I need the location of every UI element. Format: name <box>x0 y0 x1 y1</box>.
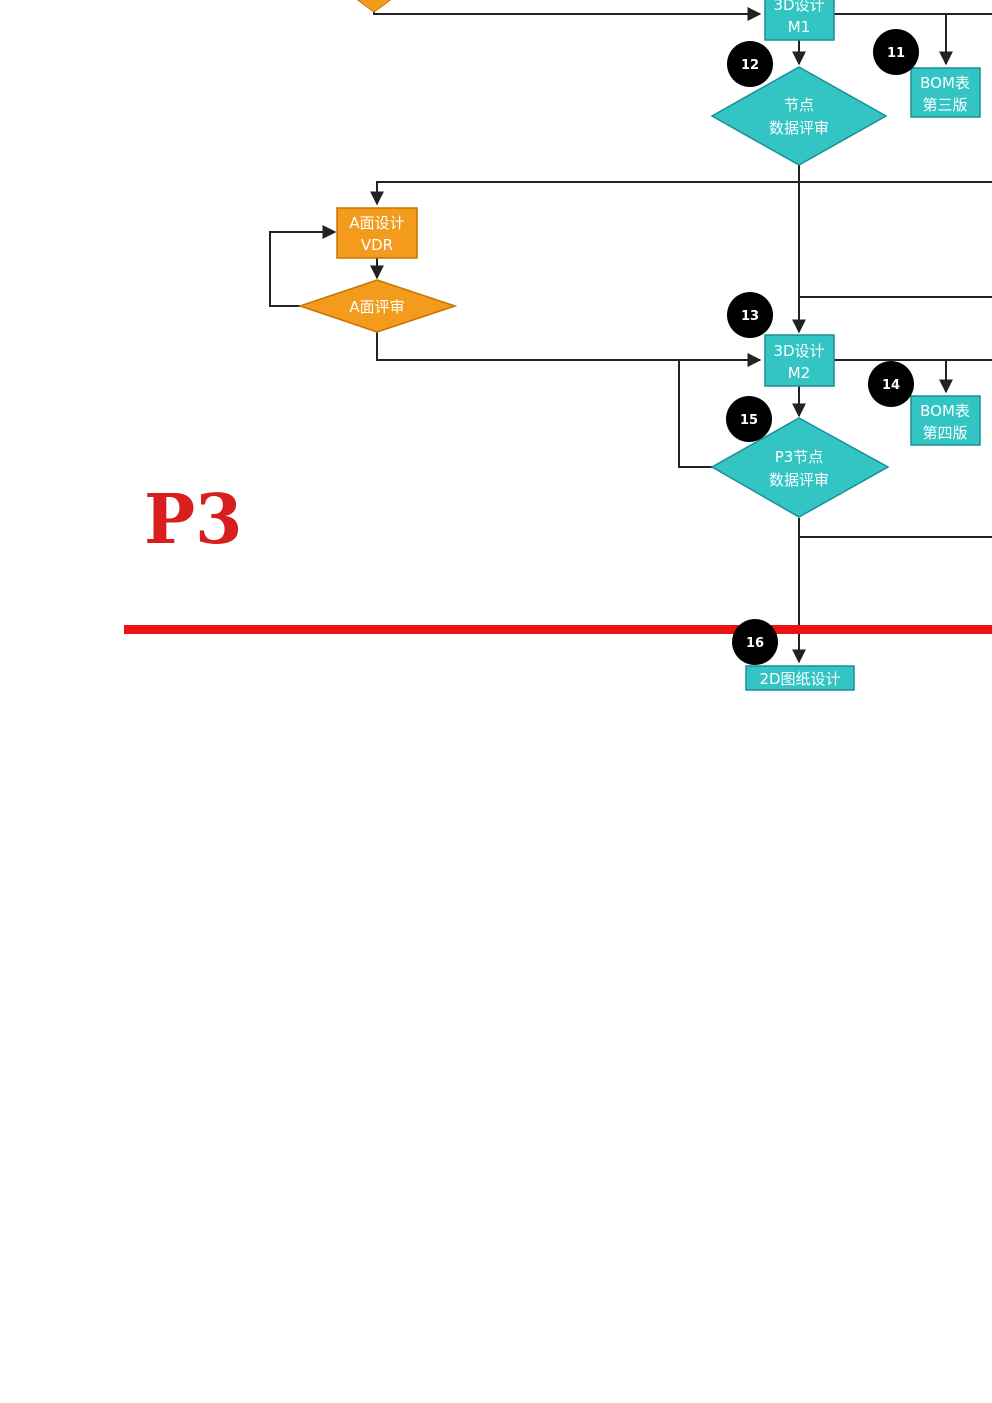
node-data-review[interactable]: 节点 数据评审 <box>710 66 888 166</box>
node-a-surface-review-line1: A面评审 <box>349 298 404 316</box>
connector-a-review-to-m2 <box>376 332 762 367</box>
node-bom-v4[interactable]: BOM表 第四版 <box>910 395 981 446</box>
node-a-surface-design-line2: VDR <box>361 236 393 254</box>
connector-p3-review-loop <box>678 360 712 468</box>
connectors <box>269 0 992 664</box>
node-3d-design-m2-line2: M2 <box>788 364 811 382</box>
step-badge-15: 15 <box>726 396 772 442</box>
node-3d-design-m1[interactable]: 3D设计 M1 <box>764 0 835 41</box>
top-orange-diamond-partial <box>356 0 392 13</box>
connector-top-diamond-to-m1 <box>373 0 762 21</box>
connector-a-review-loop <box>269 225 337 307</box>
node-p3-data-review-line2: 数据评审 <box>769 471 829 489</box>
node-p3-data-review-line1: P3节点 <box>775 448 824 466</box>
step-badge-11: 11 <box>873 29 919 75</box>
node-bom-v4-line2: 第四版 <box>922 424 967 442</box>
node-3d-design-m1-line1: 3D设计 <box>773 0 824 14</box>
step-badge-13-label: 13 <box>741 309 759 324</box>
node-data-review-line2: 数据评审 <box>769 119 829 137</box>
node-bom-v3[interactable]: BOM表 第三版 <box>910 67 981 118</box>
step-badge-14: 14 <box>868 361 914 407</box>
node-2d-drawing-design[interactable]: 2D图纸设计 <box>745 665 855 691</box>
step-badge-11-label: 11 <box>887 46 905 61</box>
node-data-review-line1: 节点 <box>784 96 814 114</box>
step-badge-15-label: 15 <box>740 413 758 428</box>
node-bom-v4-line1: BOM表 <box>920 402 970 420</box>
node-a-surface-design-line1: A面设计 <box>349 214 404 232</box>
node-2d-drawing-design-line1: 2D图纸设计 <box>759 670 840 688</box>
node-3d-design-m1-line2: M1 <box>788 18 811 36</box>
step-badge-13: 13 <box>727 292 773 338</box>
connector-p3-review-right <box>798 518 992 538</box>
step-badge-12-label: 12 <box>741 58 759 73</box>
node-3d-design-m2-line1: 3D设计 <box>773 342 824 360</box>
step-badge-12: 12 <box>727 41 773 87</box>
step-badge-16: 16 <box>732 619 778 665</box>
step-badge-14-label: 14 <box>882 378 900 393</box>
node-3d-design-m2[interactable]: 3D设计 M2 <box>764 334 835 387</box>
node-a-surface-review[interactable]: A面评审 <box>297 279 458 333</box>
phase-label: P3 <box>144 480 242 560</box>
node-bom-v3-line1: BOM表 <box>920 74 970 92</box>
node-p3-data-review[interactable]: P3节点 数据评审 <box>710 417 890 518</box>
node-bom-v3-line2: 第三版 <box>922 96 967 114</box>
node-a-surface-design[interactable]: A面设计 VDR <box>336 207 418 259</box>
phase-divider-line <box>124 625 992 634</box>
step-badge-16-label: 16 <box>746 636 764 651</box>
connector-to-a-surface-design <box>370 181 992 206</box>
